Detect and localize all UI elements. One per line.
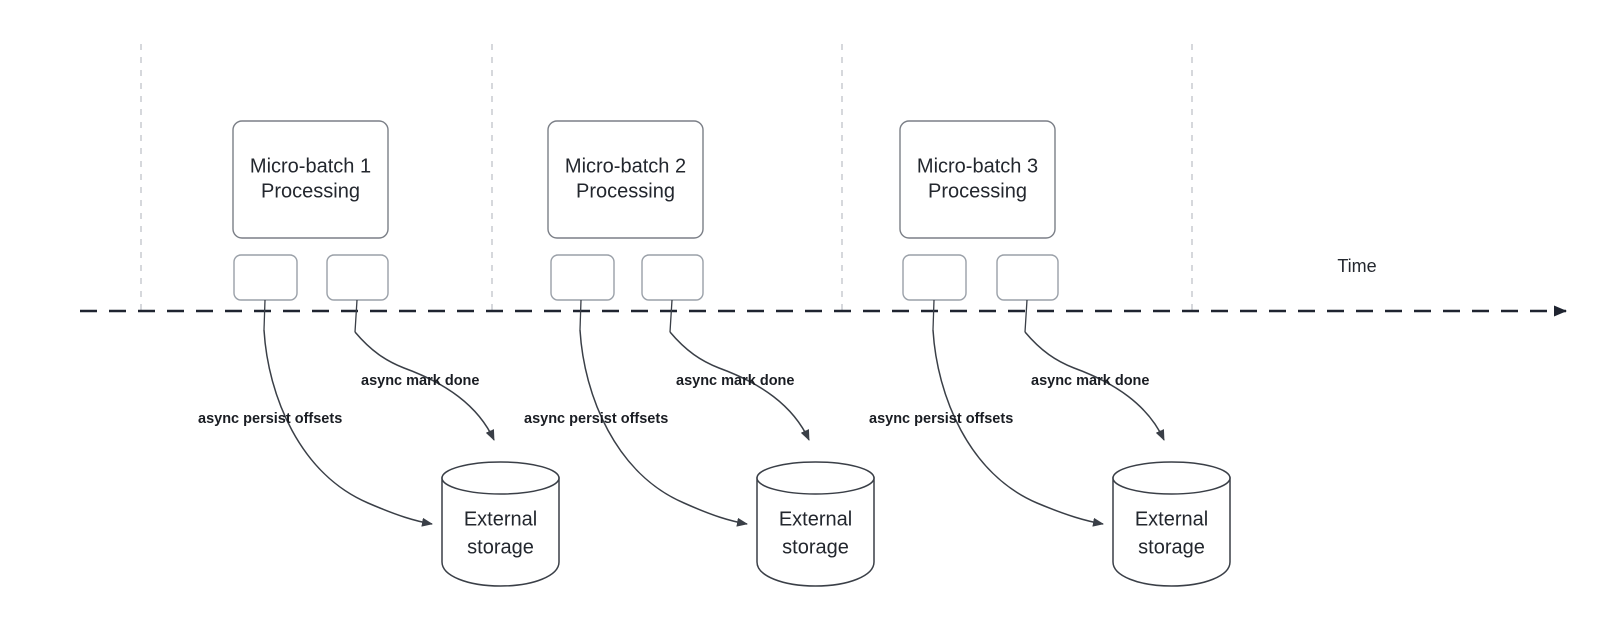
group-3-persist-stem	[932, 299, 935, 331]
group-1-task-box-persist[interactable]	[233, 254, 298, 301]
group-2-mark-stem	[669, 299, 673, 333]
group-2-task-box-mark[interactable]	[641, 254, 704, 301]
micro-batch-3-box[interactable]	[899, 120, 1056, 239]
micro-batch-group-2: Micro-batch 2 Processing async persist o…	[524, 120, 875, 587]
group-1-async-persist-offsets-label: async persist offsets	[198, 411, 342, 427]
time-axis-label: Time	[1337, 256, 1376, 276]
group-3-task-box-mark[interactable]	[996, 254, 1059, 301]
group-1-external-storage-label-line1: External	[464, 508, 537, 530]
group-2-external-storage-cylinder[interactable]	[756, 461, 875, 587]
micro-batch-1-label-line2: Processing	[261, 180, 360, 202]
micro-batch-1-label-line1: Micro-batch 1	[250, 155, 371, 177]
group-3-external-storage-cylinder[interactable]	[1112, 461, 1231, 587]
group-3-external-storage-label-line1: External	[1135, 508, 1208, 530]
group-2-task-box-persist[interactable]	[550, 254, 615, 301]
group-1-async-mark-done-label: async mark done	[361, 373, 479, 389]
group-2-async-mark-done-arrow	[669, 331, 810, 441]
group-3-task-box-persist[interactable]	[902, 254, 967, 301]
micro-batch-group-3: Micro-batch 3 Processing async persist o…	[869, 120, 1231, 587]
group-3-async-persist-offsets-label: async persist offsets	[869, 411, 1013, 427]
group-1-task-box-mark[interactable]	[326, 254, 389, 301]
micro-batch-group-1: Micro-batch 1 Processing async persist o…	[198, 120, 560, 587]
micro-batch-3-label-line2: Processing	[928, 180, 1027, 202]
micro-batch-2-label-line1: Micro-batch 2	[565, 155, 686, 177]
group-1-external-storage-cylinder[interactable]	[441, 461, 560, 587]
group-3-async-persist-offsets-arrow	[932, 329, 1104, 527]
micro-batch-2-box[interactable]	[547, 120, 704, 239]
group-2-async-persist-offsets-label: async persist offsets	[524, 411, 668, 427]
group-2-external-storage-label-line1: External	[779, 508, 852, 530]
group-1-external-storage-label-line2: storage	[467, 536, 534, 558]
micro-batch-1-box[interactable]	[232, 120, 389, 239]
micro-batch-2-label-line2: Processing	[576, 180, 675, 202]
group-1-async-mark-done-arrow	[354, 331, 495, 441]
group-2-persist-stem	[579, 299, 582, 331]
group-2-async-mark-done-label: async mark done	[676, 373, 794, 389]
batch-boundary-lines	[140, 44, 1193, 312]
group-1-async-persist-offsets-arrow	[263, 329, 433, 527]
group-2-async-persist-offsets-arrow	[579, 329, 748, 527]
group-2-external-storage-label-line2: storage	[782, 536, 849, 558]
group-3-async-mark-done-label: async mark done	[1031, 373, 1149, 389]
group-1-mark-stem	[354, 299, 358, 333]
group-1-persist-stem	[263, 299, 266, 331]
micro-batch-3-label-line1: Micro-batch 3	[917, 155, 1038, 177]
group-3-external-storage-label-line2: storage	[1138, 536, 1205, 558]
group-3-async-mark-done-arrow	[1024, 331, 1165, 441]
group-3-mark-stem	[1024, 299, 1028, 333]
